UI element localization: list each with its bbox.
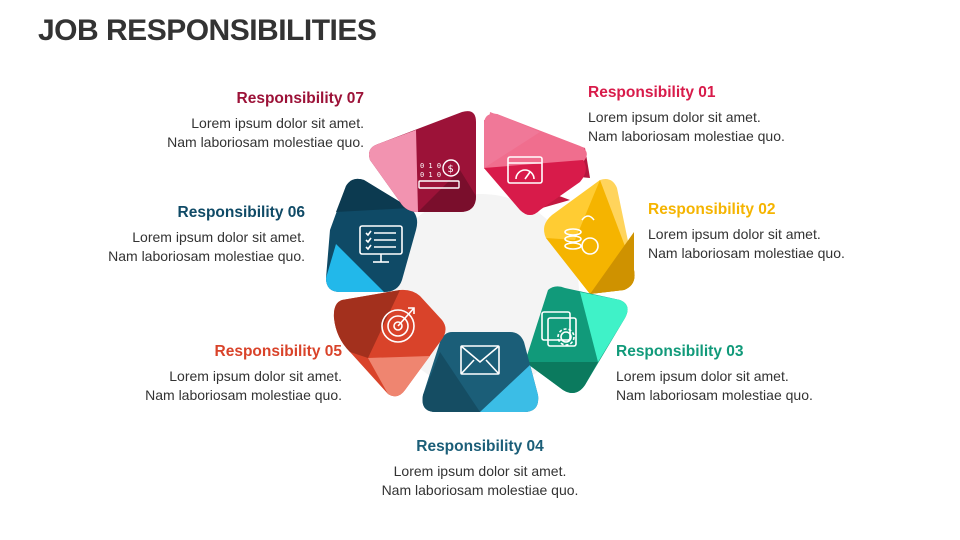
responsibility-04-label: Responsibility 04 <box>416 438 544 455</box>
coins-icon <box>564 215 599 255</box>
responsibility-03-label: Responsibility 03 <box>616 343 744 360</box>
responsibility-01-line1: Lorem ipsum dolor sit amet. <box>588 109 761 125</box>
responsibility-04-line2: Nam laboriosam molestiae quo. <box>381 482 579 498</box>
responsibility-05-line1: Lorem ipsum dolor sit amet. <box>169 368 342 384</box>
segment-01 <box>484 112 590 215</box>
responsibility-07-line1: Lorem ipsum dolor sit amet. <box>191 115 364 131</box>
binary-dollar-icon: 0 1 0 0 1 0 $ <box>418 159 460 189</box>
speedometer-icon <box>507 156 543 184</box>
responsibility-01-label: Responsibility 01 <box>588 84 716 101</box>
segment-02 <box>544 179 635 294</box>
responsibility-03-line2: Nam laboriosam molestiae quo. <box>616 387 813 403</box>
responsibility-03-line1: Lorem ipsum dolor sit amet. <box>616 368 789 384</box>
responsibility-02-line1: Lorem ipsum dolor sit amet. <box>648 226 821 242</box>
responsibility-02-line2: Nam laboriosam molestiae quo. <box>648 245 845 261</box>
svg-text:0 1 0: 0 1 0 <box>420 171 441 179</box>
responsibility-05-block: Responsibility 05 Lorem ipsum dolor sit … <box>42 343 342 405</box>
segment-07: 0 1 0 0 1 0 $ <box>369 111 476 212</box>
responsibility-05-label: Responsibility 05 <box>214 343 342 360</box>
responsibility-01-block: Responsibility 01 Lorem ipsum dolor sit … <box>588 84 888 146</box>
svg-text:0 1 0: 0 1 0 <box>420 162 441 170</box>
responsibility-02-label: Responsibility 02 <box>648 201 776 218</box>
responsibility-03-block: Responsibility 03 Lorem ipsum dolor sit … <box>616 343 916 405</box>
segment-03 <box>525 286 628 394</box>
responsibility-04-block: Responsibility 04 Lorem ipsum dolor sit … <box>330 438 630 500</box>
responsibility-02-block: Responsibility 02 Lorem ipsum dolor sit … <box>648 201 948 263</box>
envelope-icon <box>460 345 500 375</box>
page-title: JOB RESPONSIBILITIES <box>38 14 377 47</box>
target-dollar-icon <box>381 307 415 343</box>
responsibility-04-line1: Lorem ipsum dolor sit amet. <box>393 463 567 479</box>
responsibility-05-line2: Nam laboriosam molestiae quo. <box>145 387 342 403</box>
responsibility-06-line2: Nam laboriosam molestiae quo. <box>108 248 305 264</box>
segment-06 <box>326 178 418 292</box>
responsibility-06-label: Responsibility 06 <box>177 204 305 221</box>
gear-window-icon <box>541 311 577 347</box>
svg-text:$: $ <box>448 164 454 175</box>
segment-05 <box>333 289 446 397</box>
responsibility-07-label: Responsibility 07 <box>236 90 364 107</box>
responsibility-06-line1: Lorem ipsum dolor sit amet. <box>132 229 305 245</box>
responsibility-01-line2: Nam laboriosam molestiae quo. <box>588 128 785 144</box>
segment-04 <box>422 332 539 412</box>
responsibility-06-block: Responsibility 06 Lorem ipsum dolor sit … <box>5 204 305 266</box>
responsibility-07-block: Responsibility 07 Lorem ipsum dolor sit … <box>64 90 364 152</box>
responsibility-07-line2: Nam laboriosam molestiae quo. <box>167 134 364 150</box>
checklist-board-icon <box>359 225 403 263</box>
